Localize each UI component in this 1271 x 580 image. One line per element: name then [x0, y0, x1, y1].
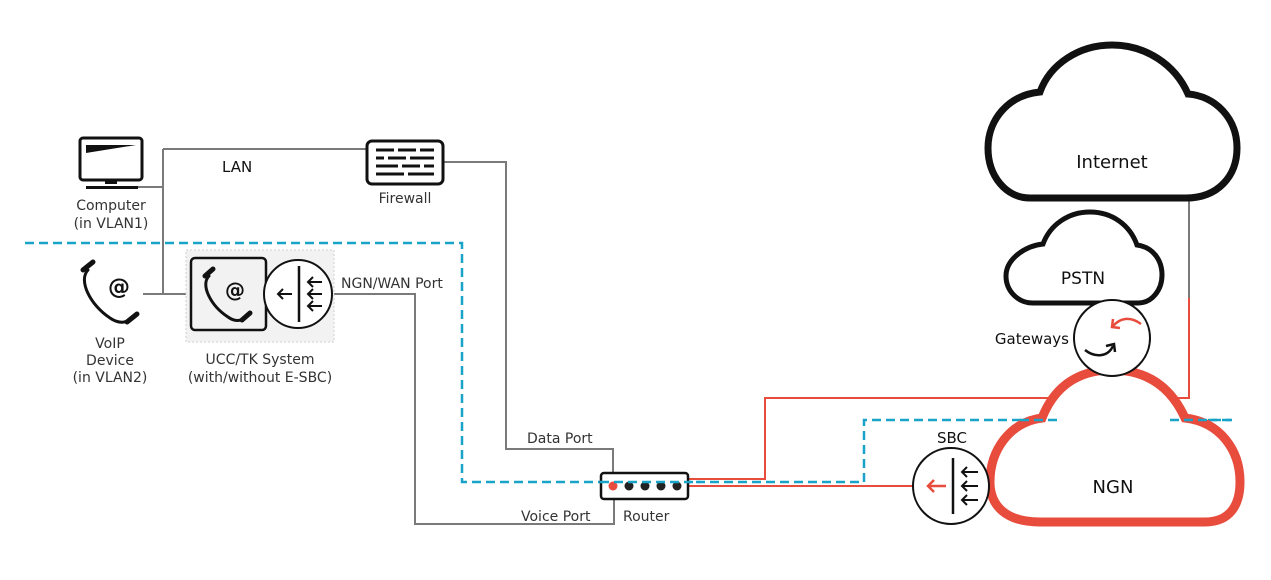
- voip-label-1: VoIP: [95, 336, 125, 352]
- internet-label: Internet: [1076, 152, 1147, 173]
- svg-text:@: @: [108, 275, 130, 300]
- router-port-voice: [608, 481, 618, 491]
- router-port: [640, 481, 650, 491]
- sbc-icon: [912, 447, 990, 525]
- sbc-label: SBC: [937, 429, 967, 447]
- cloud-icon: [1003, 209, 1165, 306]
- gateway-icon: [1073, 299, 1151, 377]
- voip-device-node[interactable]: @ VoIP Device (in VLAN2): [73, 259, 148, 386]
- data-port-label: Data Port: [527, 431, 593, 447]
- pstn-node[interactable]: PSTN: [1003, 209, 1165, 306]
- gateways-node[interactable]: Gateways: [995, 299, 1151, 377]
- ngn-node[interactable]: NGN: [985, 365, 1245, 527]
- cloud-icon: [985, 365, 1245, 527]
- ucc-to-voice-port: [332, 293, 615, 525]
- pstn-label: PSTN: [1061, 269, 1105, 289]
- router-label: Router: [623, 509, 670, 525]
- router-port: [624, 481, 634, 491]
- router-ports: [608, 481, 682, 491]
- sbc-node[interactable]: SBC: [912, 429, 990, 525]
- gateways-label: Gateways: [995, 330, 1069, 348]
- computer-label-1: Computer: [76, 198, 146, 214]
- computer-node[interactable]: Computer (in VLAN1): [74, 136, 149, 232]
- firewall-icon: [365, 139, 445, 186]
- firewall-node[interactable]: Firewall: [365, 139, 445, 207]
- internet-node[interactable]: Internet: [984, 41, 1241, 202]
- computer-label-2: (in VLAN1): [74, 216, 149, 232]
- voip-label-2: Device: [86, 353, 134, 369]
- cloud-icon: [984, 41, 1241, 202]
- svg-text:@: @: [225, 278, 245, 302]
- e-sbc-icon: [263, 259, 333, 329]
- firewall-label: Firewall: [379, 191, 432, 207]
- router-to-ngn-upper: [688, 298, 1190, 480]
- phone-at-icon: @: [202, 266, 253, 323]
- ucc-label-2: (with/without E-SBC): [188, 370, 332, 386]
- voice-connections: [688, 298, 1190, 487]
- ucc-label-1: UCC/TK System: [206, 352, 315, 368]
- firewall-to-data-port: [444, 161, 614, 474]
- monitor-icon: [78, 136, 144, 189]
- router-port: [672, 481, 682, 491]
- phone-at-icon: @: [80, 259, 140, 325]
- ngn-label: NGN: [1093, 477, 1134, 498]
- lan-label: LAN: [222, 158, 252, 176]
- voip-label-3: (in VLAN2): [73, 370, 148, 386]
- router-port: [656, 481, 666, 491]
- lan-connections: [137, 148, 1190, 525]
- router-node[interactable]: Router: [599, 471, 690, 525]
- ngn-wan-port-label: NGN/WAN Port: [341, 276, 443, 292]
- ucc-system-node[interactable]: @ UCC/TK System (with/without E-SBC): [185, 249, 335, 386]
- voice-port-label: Voice Port: [521, 509, 591, 525]
